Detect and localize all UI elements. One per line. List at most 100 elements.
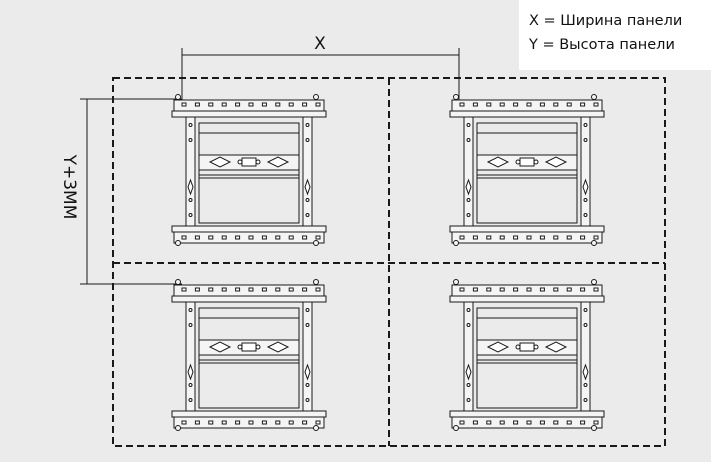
upright-diamond — [582, 178, 589, 196]
rail-hole — [459, 102, 465, 107]
rail-hole — [181, 287, 187, 292]
left-upright — [463, 116, 474, 227]
corner-knob — [591, 94, 597, 100]
upright-hole — [583, 213, 588, 217]
rail-hole — [499, 420, 505, 425]
clip-hole — [255, 344, 261, 350]
top-rail-flange — [171, 110, 327, 118]
rail-hole — [526, 102, 532, 107]
rail-hole — [221, 287, 227, 292]
rail-hole — [261, 102, 267, 107]
diamond-slot — [544, 156, 568, 168]
rail-hole — [315, 102, 321, 107]
inner-frame — [198, 122, 300, 224]
upright-diamond — [304, 178, 311, 196]
rail-hole — [513, 235, 519, 240]
rail-hole — [459, 287, 465, 292]
upright-hole — [188, 398, 193, 402]
upright-hole — [466, 213, 471, 217]
center-clip — [241, 342, 257, 352]
rail-hole — [499, 235, 505, 240]
upright-hole — [305, 383, 310, 387]
rail-hole — [472, 420, 478, 425]
upright-diamond — [187, 178, 194, 196]
upright-diamond — [465, 363, 472, 381]
rail-hole — [526, 235, 532, 240]
upright-hole — [583, 138, 588, 142]
rail-hole — [181, 235, 187, 240]
upright-hole — [188, 198, 193, 202]
upright-hole — [466, 398, 471, 402]
center-clip — [519, 342, 535, 352]
left-upright — [463, 301, 474, 412]
upright-hole — [466, 198, 471, 202]
inner-frame — [476, 122, 578, 224]
inner-frame — [476, 307, 578, 409]
rail-hole — [194, 420, 200, 425]
top-rail-flange — [171, 295, 327, 303]
rail-hole — [526, 420, 532, 425]
bottom-rail-flange — [449, 410, 605, 418]
rail-hole — [486, 102, 492, 107]
lower-crossbar — [476, 359, 578, 364]
upright-hole — [188, 383, 193, 387]
upright-hole — [188, 213, 193, 217]
right-upright — [580, 301, 591, 412]
rail-hole — [593, 287, 599, 292]
rail-hole — [221, 102, 227, 107]
rail-hole — [235, 235, 241, 240]
rail-hole — [593, 420, 599, 425]
rail-hole — [194, 102, 200, 107]
rail-hole — [194, 235, 200, 240]
upright-hole — [305, 308, 310, 312]
inner-frame — [198, 307, 300, 409]
rail-hole — [593, 235, 599, 240]
rail-hole — [235, 287, 241, 292]
diamond-slot — [208, 341, 232, 353]
rail-hole — [580, 287, 586, 292]
rail-hole — [275, 235, 281, 240]
upright-hole — [305, 213, 310, 217]
rail-hole — [235, 420, 241, 425]
rail-hole — [499, 102, 505, 107]
upright-hole — [583, 323, 588, 327]
left-upright — [185, 116, 196, 227]
rail-hole — [315, 287, 321, 292]
upright-hole — [583, 198, 588, 202]
center-clip — [519, 157, 535, 167]
upright-hole — [466, 323, 471, 327]
corner-knob — [591, 279, 597, 285]
rail-hole — [221, 420, 227, 425]
upright-hole — [583, 398, 588, 402]
upright-diamond — [465, 178, 472, 196]
panel-frames — [171, 94, 605, 431]
upright-hole — [466, 383, 471, 387]
corner-knob — [175, 279, 181, 285]
rail-hole — [302, 102, 308, 107]
upright-hole — [305, 198, 310, 202]
rail-hole — [288, 235, 294, 240]
rail-hole — [208, 287, 214, 292]
rail-hole — [472, 235, 478, 240]
legend-y-definition: Y = Высота панели — [529, 37, 675, 53]
panel-frame — [449, 94, 605, 246]
lower-crossbar — [198, 174, 300, 179]
corner-knob — [453, 279, 459, 285]
upright-hole — [583, 123, 588, 127]
diamond-slot — [544, 341, 568, 353]
rail-hole — [302, 420, 308, 425]
rail-hole — [553, 420, 559, 425]
rail-hole — [486, 287, 492, 292]
corner-knob — [175, 94, 181, 100]
right-upright — [580, 116, 591, 227]
top-rail-flange — [449, 295, 605, 303]
panel-frame — [449, 279, 605, 431]
bottom-rail-flange — [171, 225, 327, 233]
rail-hole — [261, 420, 267, 425]
right-upright — [302, 116, 313, 227]
rail-hole — [566, 287, 572, 292]
rail-hole — [315, 420, 321, 425]
panel-frame — [171, 279, 327, 431]
upright-diamond — [187, 363, 194, 381]
